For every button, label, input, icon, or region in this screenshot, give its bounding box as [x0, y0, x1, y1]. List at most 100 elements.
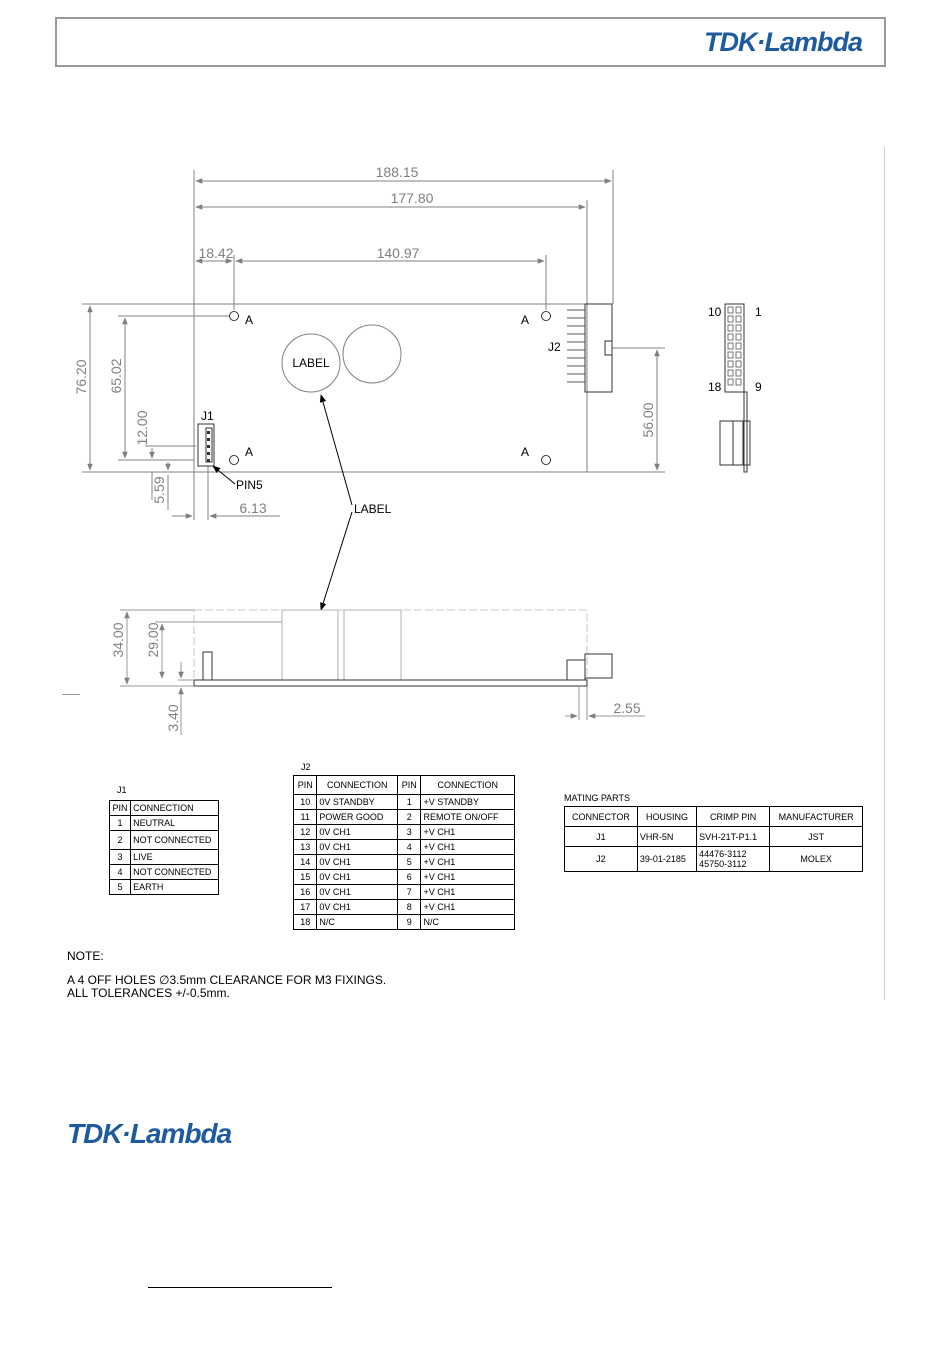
j2-table-title: J2	[301, 762, 311, 772]
table-cell: 44476-3112 45750-3112	[696, 846, 771, 872]
dim-65-02: 65.02	[108, 358, 124, 393]
table-cell: NOT CONNECTED	[130, 830, 219, 850]
dim-29-00: 29.00	[145, 622, 161, 657]
dim-177-80: 177.80	[391, 190, 434, 206]
table-cell: 16	[292, 884, 318, 900]
dim-18-42: 18.42	[198, 245, 233, 261]
top-view	[82, 170, 665, 520]
table-header: PIN	[108, 800, 132, 816]
table-cell: +V CH1	[420, 839, 515, 855]
pin-1-label: 1	[755, 305, 762, 319]
table-cell: +V CH1	[420, 884, 515, 900]
table-cell: 0V STANDBY	[316, 794, 399, 810]
table-cell: EARTH	[130, 879, 219, 895]
callout-lines	[212, 394, 353, 611]
table-cell: 4	[397, 839, 422, 855]
hole-a-label: A	[521, 445, 529, 459]
dim-2-55: 2.55	[613, 700, 640, 716]
table-header: HOUSING	[636, 806, 698, 827]
table-cell: 15	[292, 869, 318, 885]
table-cell: 13	[292, 839, 318, 855]
hole-a-label: A	[245, 445, 253, 459]
table-cell: +V CH1	[420, 869, 515, 885]
table-cell: 1	[397, 794, 422, 810]
table-cell: 3	[108, 849, 132, 865]
dim-5-59: 5.59	[151, 476, 167, 503]
table-cell: 0V CH1	[316, 824, 399, 840]
table-cell: 14	[292, 854, 318, 870]
table-cell: +V CH1	[420, 854, 515, 870]
table-cell: J2	[564, 846, 638, 872]
connector-detail-pins	[727, 306, 742, 386]
table-cell: SVH-21T-P1.1	[696, 826, 771, 847]
notes-heading: NOTE:	[67, 949, 104, 963]
dim-188-15: 188.15	[376, 164, 419, 180]
j1-label: J1	[201, 409, 214, 423]
table-cell: 7	[397, 884, 422, 900]
dim-3-40: 3.40	[165, 704, 181, 731]
table-header: CONNECTION	[420, 775, 515, 795]
table-header: PIN	[292, 775, 318, 795]
table-header: CONNECTION	[316, 775, 399, 795]
pin-18-label: 18	[708, 380, 722, 394]
label-callout-text: LABEL	[354, 502, 392, 516]
table-cell: +V CH1	[420, 824, 515, 840]
table-cell: 0V CH1	[316, 869, 399, 885]
table-cell: 2	[397, 809, 422, 825]
table-cell: 18	[292, 914, 318, 930]
mating-parts-title: MATING PARTS	[564, 793, 631, 803]
table-cell: MOLEX	[769, 846, 863, 872]
table-cell: 5	[108, 879, 132, 895]
table-cell: J1	[564, 826, 638, 847]
table-cell: VHR-5N	[636, 826, 698, 847]
table-cell: 10	[292, 794, 318, 810]
hole-a-label: A	[245, 313, 253, 327]
pin5-label: PIN5	[236, 478, 263, 492]
tdk-lambda-logo: TDK·Lambda	[67, 1118, 232, 1149]
note-line: ALL TOLERANCES +/-0.5mm.	[67, 986, 230, 1000]
table-cell: JST	[769, 826, 863, 847]
j1-table-title: J1	[117, 785, 127, 795]
page-header: TDK·Lambda	[55, 17, 886, 67]
dim-6-13: 6.13	[239, 500, 266, 516]
pin-9-label: 9	[755, 380, 762, 394]
table-header: PIN	[397, 775, 422, 795]
dim-34-00: 34.00	[110, 622, 126, 657]
label-circle-text: LABEL	[292, 356, 330, 370]
hole-a-label: A	[521, 313, 529, 327]
dim-76-20: 76.20	[73, 359, 89, 394]
dim-12-00: 12.00	[134, 410, 150, 445]
table-cell: 6	[397, 869, 422, 885]
right-border-rule	[884, 147, 885, 1000]
table-cell: 0V CH1	[316, 899, 399, 915]
table-cell: 12	[292, 824, 318, 840]
side-view	[120, 609, 645, 735]
table-cell: N/C	[316, 914, 399, 930]
dim-56-00: 56.00	[640, 402, 656, 437]
table-cell: +V STANDBY	[420, 794, 515, 810]
table-cell: +V CH1	[420, 899, 515, 915]
table-cell: REMOTE ON/OFF	[420, 809, 515, 825]
table-cell: 2	[108, 830, 132, 850]
table-header: CRIMP PIN	[696, 806, 771, 827]
table-cell: POWER GOOD	[316, 809, 399, 825]
table-cell: NOT CONNECTED	[130, 864, 219, 880]
mating-parts-table: CONNECTOR HOUSING CRIMP PIN MANUFACTURER…	[564, 806, 863, 872]
table-cell: 11	[292, 809, 318, 825]
table-cell: 8	[397, 899, 422, 915]
table-cell: 3	[397, 824, 422, 840]
table-cell: LIVE	[130, 849, 219, 865]
table-cell: 4	[108, 864, 132, 880]
tdk-lambda-logo: TDK·Lambda	[704, 27, 863, 57]
table-cell: 9	[397, 914, 422, 930]
table-header: MANUFACTURER	[769, 806, 863, 827]
connector-detail	[719, 303, 751, 473]
table-cell: 1	[108, 815, 132, 831]
table-cell: 0V CH1	[316, 854, 399, 870]
table-cell: N/C	[420, 914, 515, 930]
table-cell: 17	[292, 899, 318, 915]
table-cell: NEUTRAL	[130, 815, 219, 831]
